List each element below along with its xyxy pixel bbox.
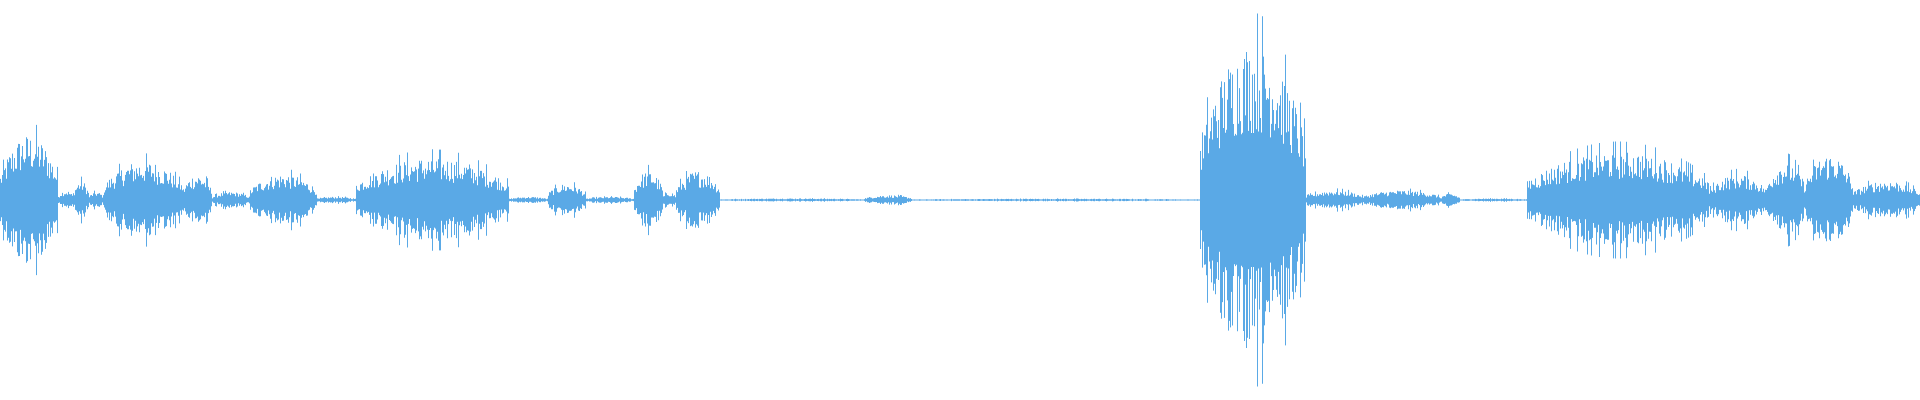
waveform-shape [0,13,1920,387]
